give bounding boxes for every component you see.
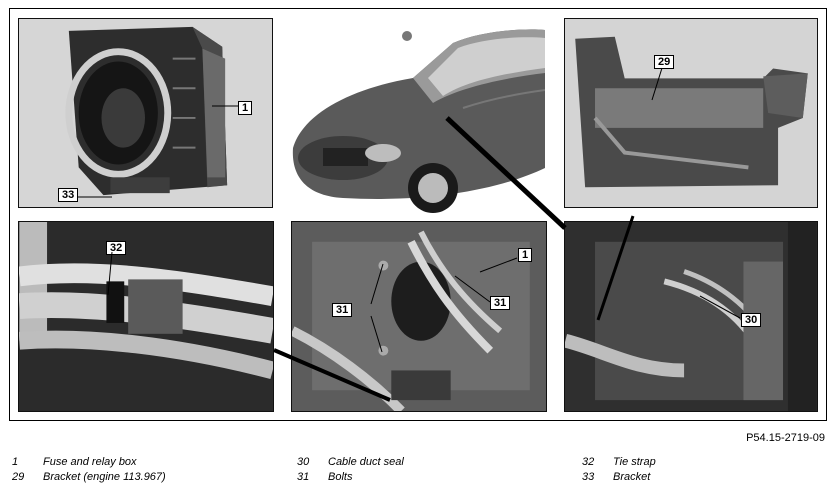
legend-text: Bolts [328, 471, 353, 483]
legend-text: Fuse and relay box [43, 456, 137, 468]
photo-cable-duct-seal: 30 [564, 221, 818, 412]
fuse-box-illustration [19, 19, 272, 207]
legend-number: 31 [297, 471, 310, 483]
callout-32: 32 [106, 241, 127, 255]
legend-number: 1 [12, 456, 19, 468]
photo-fuse-relay-box: 1 33 [18, 18, 273, 208]
bolts-illustration [292, 222, 546, 411]
callout-1b: 1 [518, 248, 533, 262]
legend-number: 29 [12, 471, 25, 483]
cable-duct-illustration [565, 222, 817, 411]
photo-bolts: 1 31 31 [291, 221, 547, 412]
callout-31b: 31 [490, 296, 511, 310]
photo-bracket: 29 [564, 18, 818, 208]
bracket-illustration [565, 19, 817, 207]
callout-31a: 31 [332, 303, 353, 317]
figure-reference: P54.15-2719-09 [746, 432, 825, 444]
legend-text: Bracket [613, 471, 651, 483]
legend-number: 30 [297, 456, 310, 468]
callout-29: 29 [654, 55, 675, 69]
callout-1: 1 [238, 101, 253, 115]
callout-33: 33 [58, 188, 79, 202]
tie-strap-illustration [19, 222, 273, 411]
legend-number: 32 [582, 456, 595, 468]
callout-30: 30 [741, 313, 762, 327]
legend-text: Tie strap [613, 456, 656, 468]
photo-tie-strap: 32 [18, 221, 274, 412]
legend: 1 Fuse and relay box 29 Bracket (engine … [12, 456, 832, 488]
photo-car [283, 18, 545, 214]
legend-text: Bracket (engine 113.967) [43, 471, 166, 483]
car-illustration [292, 29, 545, 213]
legend-number: 33 [582, 471, 595, 483]
legend-text: Cable duct seal [328, 456, 404, 468]
